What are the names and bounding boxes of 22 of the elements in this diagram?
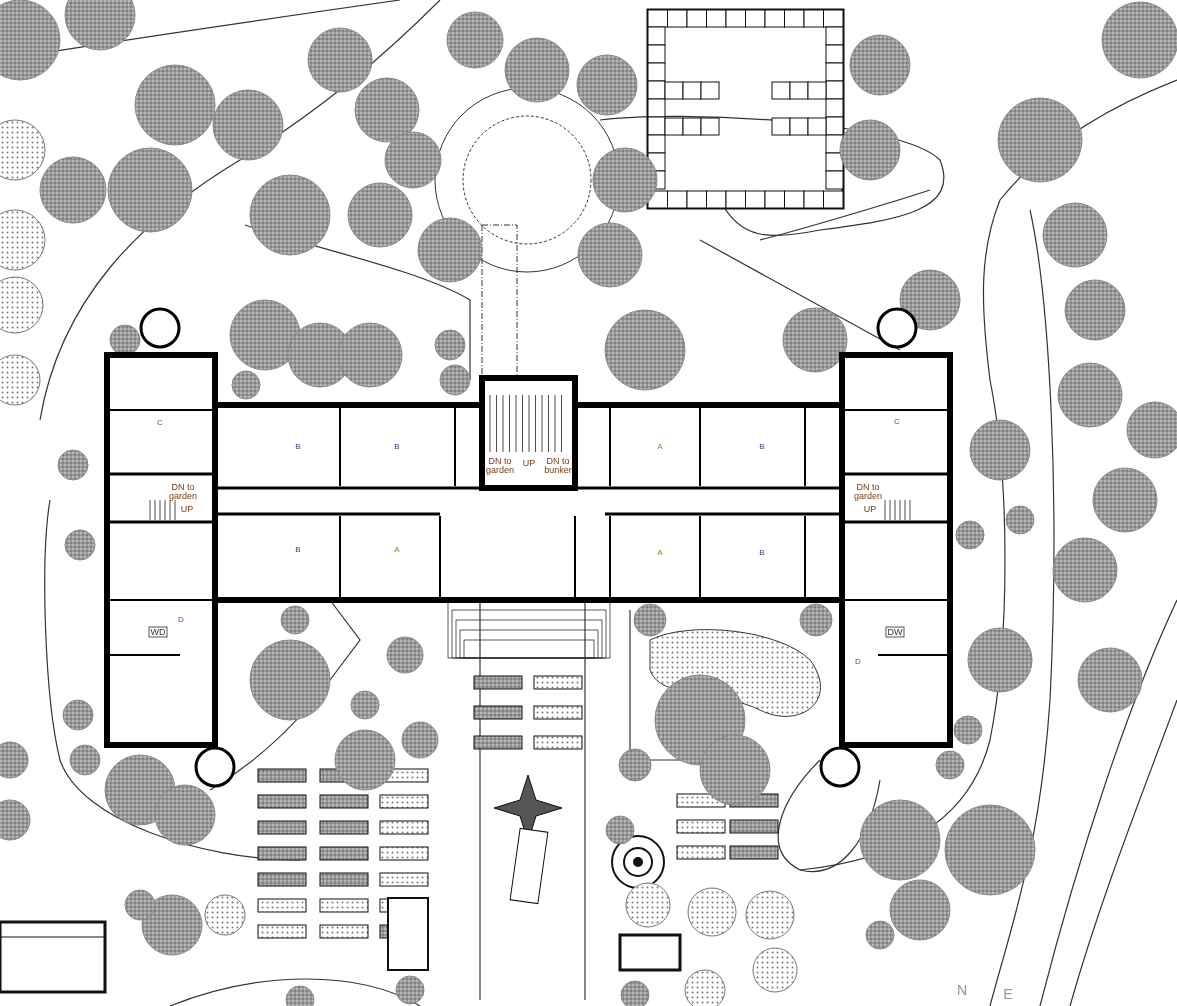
- stair-note: UP: [179, 505, 195, 515]
- room-label: D: [178, 616, 184, 624]
- room-label: A: [657, 549, 663, 557]
- compass-label: E: [1001, 987, 1015, 1001]
- stair-note: DN to garden: [168, 482, 198, 502]
- room-label: B: [295, 443, 301, 451]
- room-label: B: [295, 546, 301, 554]
- stair-note: DN to bunker: [543, 456, 573, 476]
- appliance-label: WD: [148, 626, 168, 638]
- appliance-label: DW: [885, 626, 905, 638]
- room-label: A: [394, 546, 400, 554]
- room-label: C: [894, 418, 900, 426]
- room-label: B: [759, 549, 765, 557]
- stair-note: UP: [862, 505, 878, 515]
- room-label: C: [157, 419, 163, 427]
- stair-note: DN to garden: [485, 456, 515, 476]
- stair-note: UP: [521, 459, 537, 469]
- room-label: A: [657, 443, 663, 451]
- room-label: D: [855, 658, 861, 666]
- stair-note: DN to garden: [853, 482, 883, 502]
- room-label: B: [759, 443, 765, 451]
- room-label: B: [394, 443, 400, 451]
